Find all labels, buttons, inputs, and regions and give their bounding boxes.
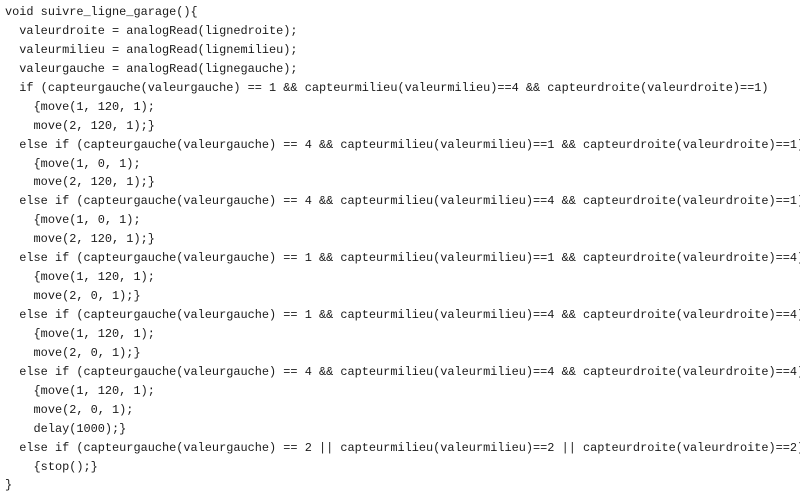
code-line: else if (capteurgauche(valeurgauche) == … xyxy=(5,137,800,152)
code-line: move(2, 0, 1);} xyxy=(5,345,141,360)
code-line: {move(1, 120, 1); xyxy=(5,326,155,341)
code-line: move(2, 0, 1);} xyxy=(5,289,141,304)
code-line: move(2, 0, 1); xyxy=(5,402,134,417)
code-line: valeurdroite = analogRead(lignedroite); xyxy=(5,23,298,38)
code-line: {move(1, 0, 1); xyxy=(5,213,141,228)
code-line: else if (capteurgauche(valeurgauche) == … xyxy=(5,364,800,379)
code-line: else if (capteurgauche(valeurgauche) == … xyxy=(5,194,800,209)
code-line: else if (capteurgauche(valeurgauche) == … xyxy=(5,251,800,266)
code-line: void suivre_ligne_garage(){ xyxy=(5,5,198,19)
code-line: {move(1, 120, 1); xyxy=(5,270,155,285)
code-line: } xyxy=(5,478,13,493)
code-line: move(2, 120, 1);} xyxy=(5,118,155,133)
code-line: move(2, 120, 1);} xyxy=(5,232,155,247)
code-line: delay(1000);} xyxy=(5,421,127,436)
code-line: else if (capteurgauche(valeurgauche) == … xyxy=(5,440,800,455)
code-line: valeurgauche = analogRead(lignegauche); xyxy=(5,61,298,76)
code-line: {move(1, 0, 1); xyxy=(5,156,141,171)
code-line: valeurmilieu = analogRead(lignemilieu); xyxy=(5,42,298,57)
code-line: {stop();} xyxy=(5,459,98,474)
code-line: else if (capteurgauche(valeurgauche) == … xyxy=(5,308,800,322)
code-line: if (capteurgauche(valeurgauche) == 1 && … xyxy=(5,80,769,95)
code-line: {move(1, 120, 1); xyxy=(5,99,155,114)
code-block: void suivre_ligne_garage(){ valeurdroite… xyxy=(5,3,800,495)
code-line: {move(1, 120, 1); xyxy=(5,383,155,398)
code-line: move(2, 120, 1);} xyxy=(5,175,155,190)
